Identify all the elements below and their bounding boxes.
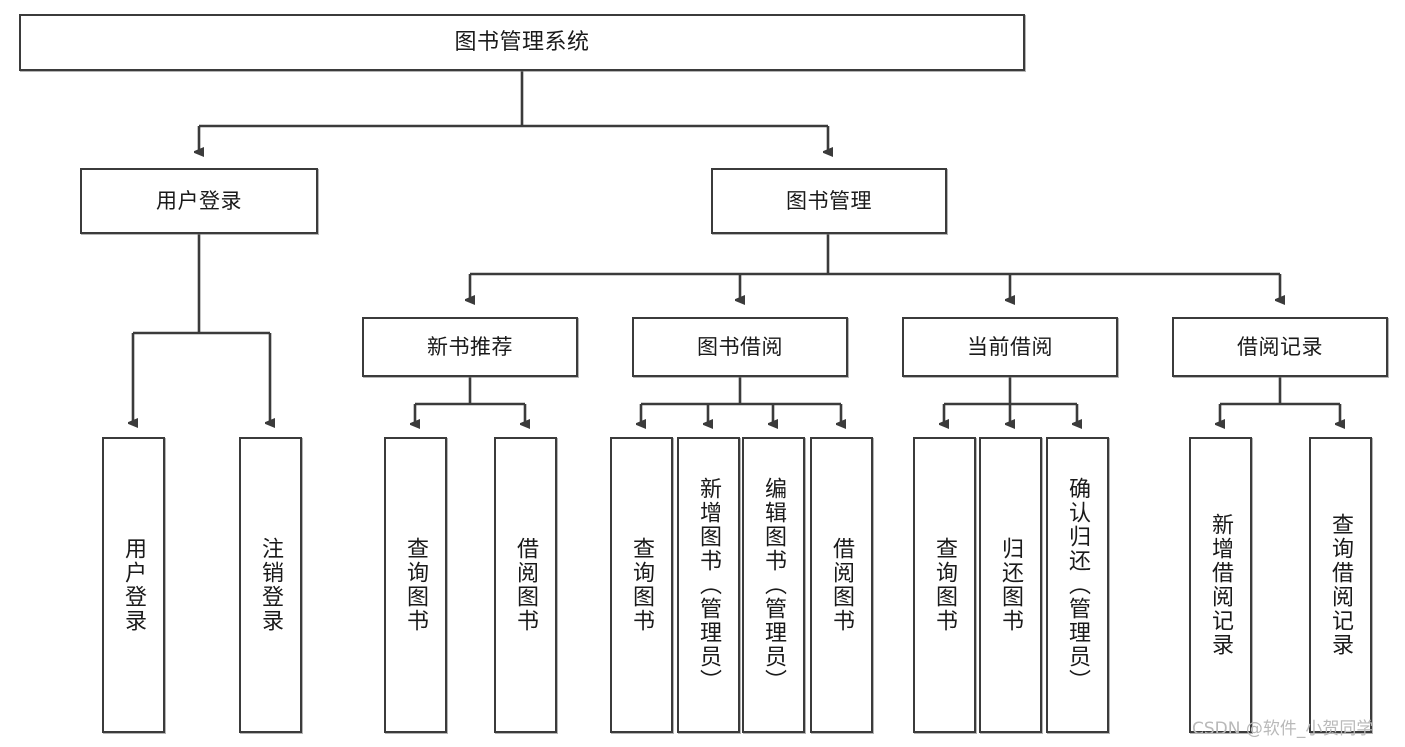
node-label: 借阅图书 (829, 537, 855, 633)
node-label: 确认归还（管理员） (1065, 477, 1091, 693)
leaf-new-book-borrow-books[interactable]: 借阅图书 (494, 437, 557, 733)
node-label: 用户登录 (121, 537, 147, 633)
leaf-borrow-record-query-record[interactable]: 查询借阅记录 (1309, 437, 1372, 733)
leaf-book-borrow-borrow-books[interactable]: 借阅图书 (810, 437, 873, 733)
node-root-book-management-system[interactable]: 图书管理系统 (19, 14, 1025, 71)
node-label: 借阅图书 (513, 537, 539, 633)
leaf-book-borrow-add-book-admin[interactable]: 新增图书（管理员） (677, 437, 740, 733)
leaf-book-borrow-edit-book-admin[interactable]: 编辑图书（管理员） (742, 437, 805, 733)
leaf-user-login-login[interactable]: 用户登录 (102, 437, 165, 733)
node-label: 图书管理系统 (454, 29, 590, 55)
node-label: 新增图书（管理员） (696, 477, 722, 693)
node-user-login[interactable]: 用户登录 (80, 168, 318, 234)
leaf-current-borrow-confirm-return-admin[interactable]: 确认归还（管理员） (1046, 437, 1109, 733)
node-label: 归还图书 (998, 537, 1024, 633)
node-new-book-recommendation[interactable]: 新书推荐 (362, 317, 578, 377)
node-label: 注销登录 (258, 537, 284, 633)
node-label: 图书借阅 (697, 334, 783, 359)
node-label: 新增借阅记录 (1208, 513, 1234, 657)
node-label: 用户登录 (156, 188, 242, 213)
leaf-current-borrow-return-books[interactable]: 归还图书 (979, 437, 1042, 733)
node-current-borrowing[interactable]: 当前借阅 (902, 317, 1118, 377)
node-label: 查询借阅记录 (1328, 513, 1354, 657)
leaf-borrow-record-add-record[interactable]: 新增借阅记录 (1189, 437, 1252, 733)
node-label: 查询图书 (403, 537, 429, 633)
leaf-book-borrow-query-books[interactable]: 查询图书 (610, 437, 673, 733)
node-label: 当前借阅 (967, 334, 1053, 359)
leaf-user-login-logout[interactable]: 注销登录 (239, 437, 302, 733)
node-label: 图书管理 (786, 188, 872, 213)
node-borrowing-records[interactable]: 借阅记录 (1172, 317, 1388, 377)
leaf-current-borrow-query-books[interactable]: 查询图书 (913, 437, 976, 733)
leaf-new-book-query-books[interactable]: 查询图书 (384, 437, 447, 733)
node-book-management[interactable]: 图书管理 (711, 168, 947, 234)
node-book-borrowing[interactable]: 图书借阅 (632, 317, 848, 377)
node-label: 查询图书 (932, 537, 958, 633)
node-label: 编辑图书（管理员） (761, 477, 787, 693)
csdn-watermark: CSDN @软件_小贺同学 (1192, 719, 1374, 739)
node-label: 借阅记录 (1237, 334, 1323, 359)
node-label: 查询图书 (629, 537, 655, 633)
node-label: 新书推荐 (427, 334, 513, 359)
